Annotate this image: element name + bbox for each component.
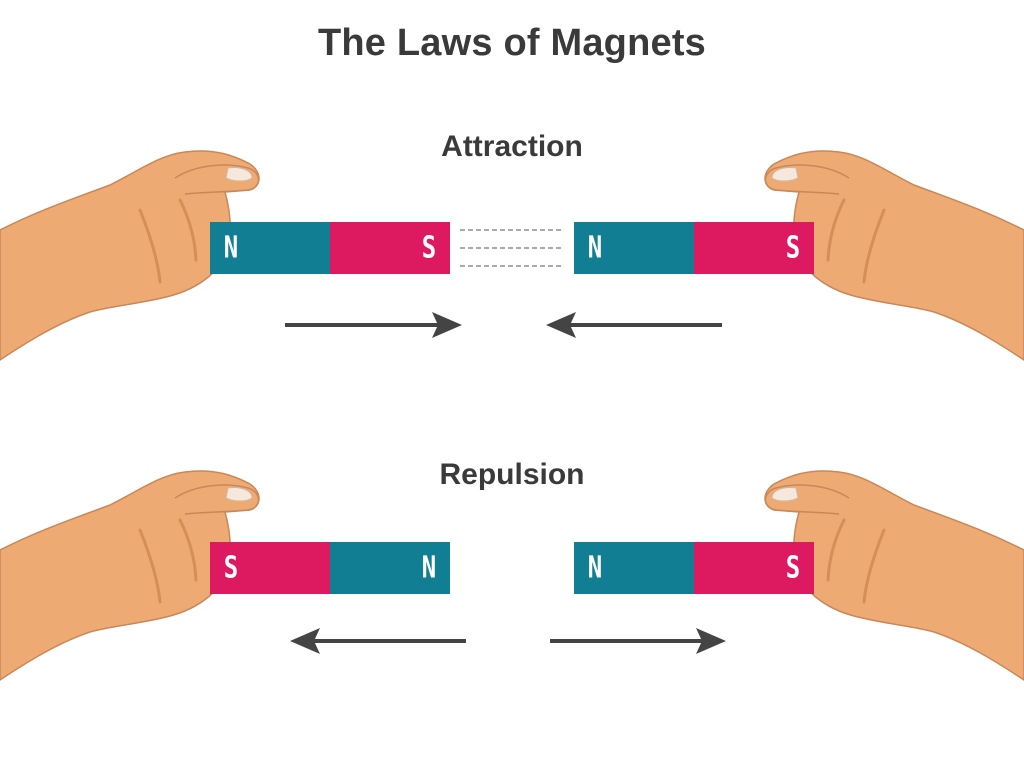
arrow-repulsion-right xyxy=(550,628,726,654)
attraction-field-lines xyxy=(460,229,562,267)
pole-south: S xyxy=(694,542,814,594)
arrow-attraction-left xyxy=(285,312,462,338)
magnet-attraction-left: N S xyxy=(210,222,450,274)
pole-north: N xyxy=(574,542,694,594)
pole-label: N xyxy=(587,550,603,586)
magnet-repulsion-right: N S xyxy=(574,542,814,594)
section-label-repulsion: Repulsion xyxy=(439,458,585,491)
magnet-repulsion-left: S N xyxy=(210,542,450,594)
section-label-attraction: Attraction xyxy=(441,130,583,163)
pole-label: N xyxy=(587,230,603,266)
pole-north: N xyxy=(210,222,330,274)
pole-label: S xyxy=(223,550,239,586)
pole-label: S xyxy=(785,230,801,266)
pole-label: N xyxy=(421,550,437,586)
pole-label: S xyxy=(421,230,437,266)
pole-north: N xyxy=(330,542,450,594)
arrow-attraction-right xyxy=(546,312,722,338)
pole-label: N xyxy=(223,230,239,266)
arrow-repulsion-left xyxy=(290,628,466,654)
pole-south: S xyxy=(330,222,450,274)
magnet-attraction-right: N S xyxy=(574,222,814,274)
pole-south: S xyxy=(210,542,330,594)
pole-south: S xyxy=(694,222,814,274)
pole-label: S xyxy=(785,550,801,586)
pole-north: N xyxy=(574,222,694,274)
page-title: The Laws of Magnets xyxy=(317,22,707,64)
